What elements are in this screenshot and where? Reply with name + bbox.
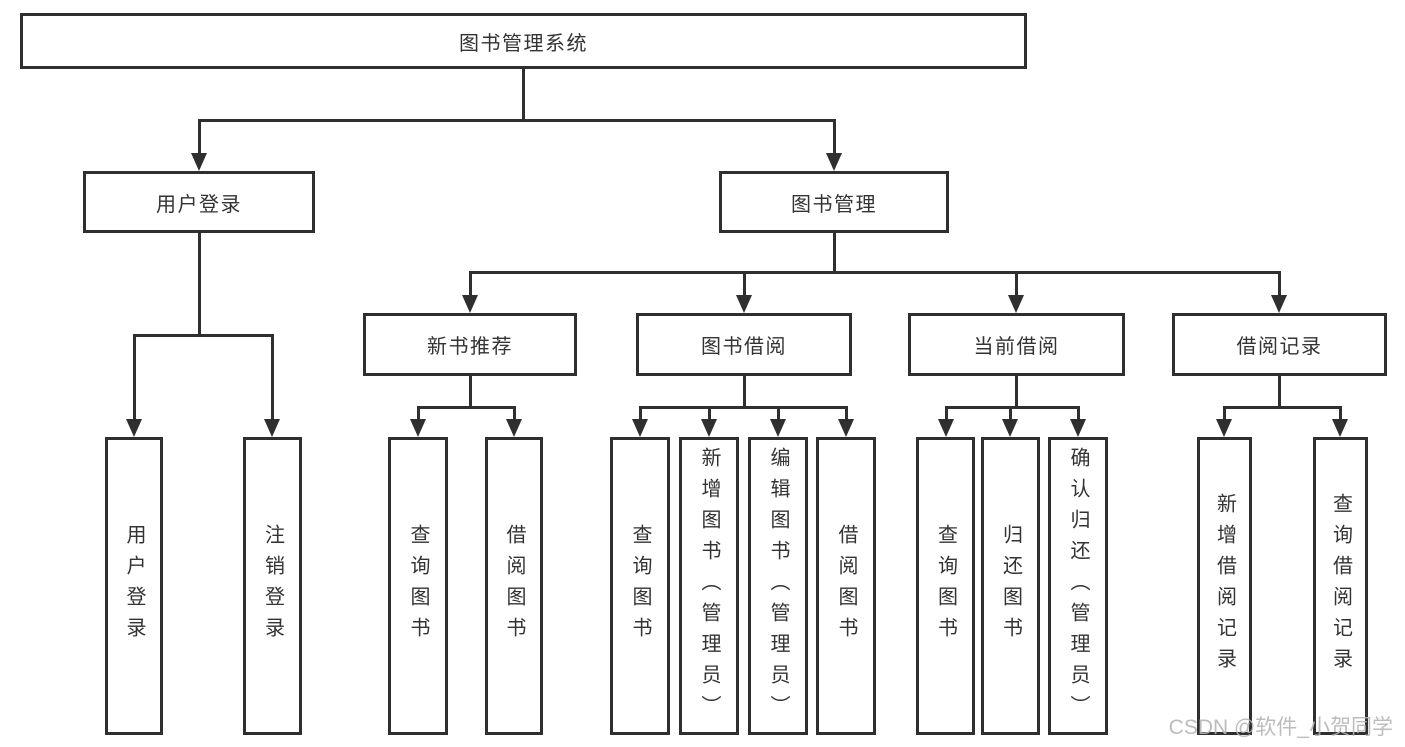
connector-line [197,119,836,122]
leaf-borrow-books: 借阅图书 [485,437,543,735]
connector-line [468,271,1281,274]
connector-line [832,233,836,272]
connector-line [132,334,274,337]
arrow-down-icon [701,419,717,437]
connector-line [638,406,642,421]
connector-line [1277,376,1281,407]
leaf-user-login: 用户登录 [105,437,163,735]
leaf-query-books: 查询图书 [610,437,670,735]
connector-line [707,406,711,421]
arrow-down-icon [826,153,842,171]
node-borrowing-records: 借阅记录 [1172,313,1387,376]
leaf-borrow-books: 借阅图书 [816,437,876,735]
arrow-down-icon [1008,295,1024,313]
connector-line [844,406,848,421]
leaf-logout: 注销登录 [243,437,302,735]
arrow-down-icon [1002,419,1018,437]
connector-line [197,119,201,156]
connector-line [1014,376,1018,407]
connector-line [1014,271,1018,297]
arrow-down-icon [632,419,648,437]
leaf-return-books: 归还图书 [981,437,1040,735]
connector-line [1076,406,1080,421]
connector-line [776,406,780,421]
node-current-borrowing: 当前借阅 [908,313,1125,376]
connector-line [1277,271,1281,297]
connector-line [416,406,420,421]
connector-line [742,271,746,297]
leaf-add-books-admin: 新增图书（管理员） [679,437,739,735]
connector-line [638,406,848,409]
connector-line [1338,406,1342,421]
arrow-down-icon [938,419,954,437]
csdn-watermark: CSDN @软件_小贺同学 [1168,716,1393,739]
leaf-edit-books-admin: 编辑图书（管理员） [748,437,808,735]
connector-line [512,406,516,421]
arrow-down-icon [506,419,522,437]
arrow-down-icon [462,295,478,313]
arrow-down-icon [126,419,142,437]
connector-line [468,271,472,297]
arrow-down-icon [264,419,280,437]
leaf-query-borrow-record: 查询借阅记录 [1313,437,1368,735]
arrow-down-icon [1271,295,1287,313]
node-user-login: 用户登录 [83,171,315,233]
arrow-down-icon [1332,419,1348,437]
arrow-down-icon [736,295,752,313]
arrow-down-icon [1070,419,1086,437]
leaf-query-books: 查询图书 [388,437,448,735]
connector-line [132,334,136,421]
connector-line [944,406,948,421]
connector-line [832,119,836,156]
connector-line [1222,406,1226,421]
node-book-borrowing: 图书借阅 [636,313,852,376]
node-library-management-system: 图书管理系统 [20,13,1027,69]
leaf-confirm-return-admin: 确认归还（管理员） [1048,437,1108,735]
connector-line [468,376,472,407]
arrow-down-icon [1216,419,1232,437]
node-new-book-recommendation: 新书推荐 [363,313,577,376]
connector-line [742,376,746,407]
connector-line [197,233,201,335]
arrow-down-icon [838,419,854,437]
leaf-add-borrow-record: 新增借阅记录 [1197,437,1252,735]
connector-line [522,69,525,120]
leaf-query-books: 查询图书 [916,437,975,735]
arrow-down-icon [770,419,786,437]
connector-line [416,406,516,409]
connector-line [1222,406,1342,409]
arrow-down-icon [191,153,207,171]
node-book-management: 图书管理 [719,171,949,233]
connector-line [1008,406,1012,421]
connector-line [270,334,274,421]
arrow-down-icon [410,419,426,437]
connector-line [944,406,1080,409]
